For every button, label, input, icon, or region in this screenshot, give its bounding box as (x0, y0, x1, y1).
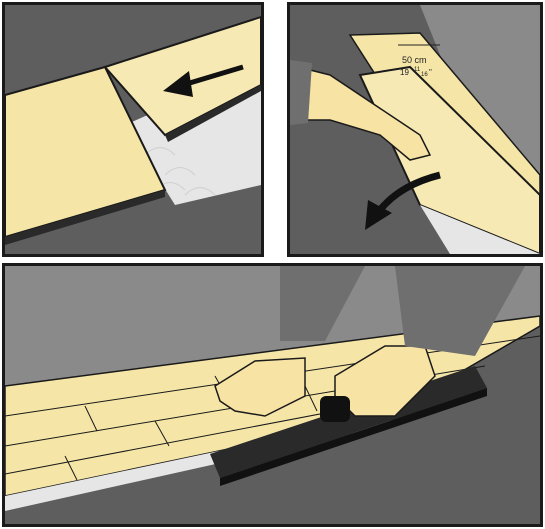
step-panel-2: 50 cm 19 11 16 " (287, 2, 543, 257)
step-panel-1 (2, 2, 264, 257)
measurement-frac-num: 11 (414, 67, 421, 73)
block-handle (320, 396, 350, 422)
panel-3-illustration (5, 266, 540, 524)
measurement-metric: 50 cm (402, 55, 427, 65)
measurement-imperial-whole: 19 (400, 68, 409, 77)
panel-2-illustration: 50 cm 19 11 16 " (290, 5, 540, 254)
step-panel-3 (2, 263, 543, 527)
measurement-frac-den: 16 (421, 72, 428, 78)
panel-1-illustration (5, 5, 261, 254)
measurement-suffix: " (429, 68, 432, 77)
